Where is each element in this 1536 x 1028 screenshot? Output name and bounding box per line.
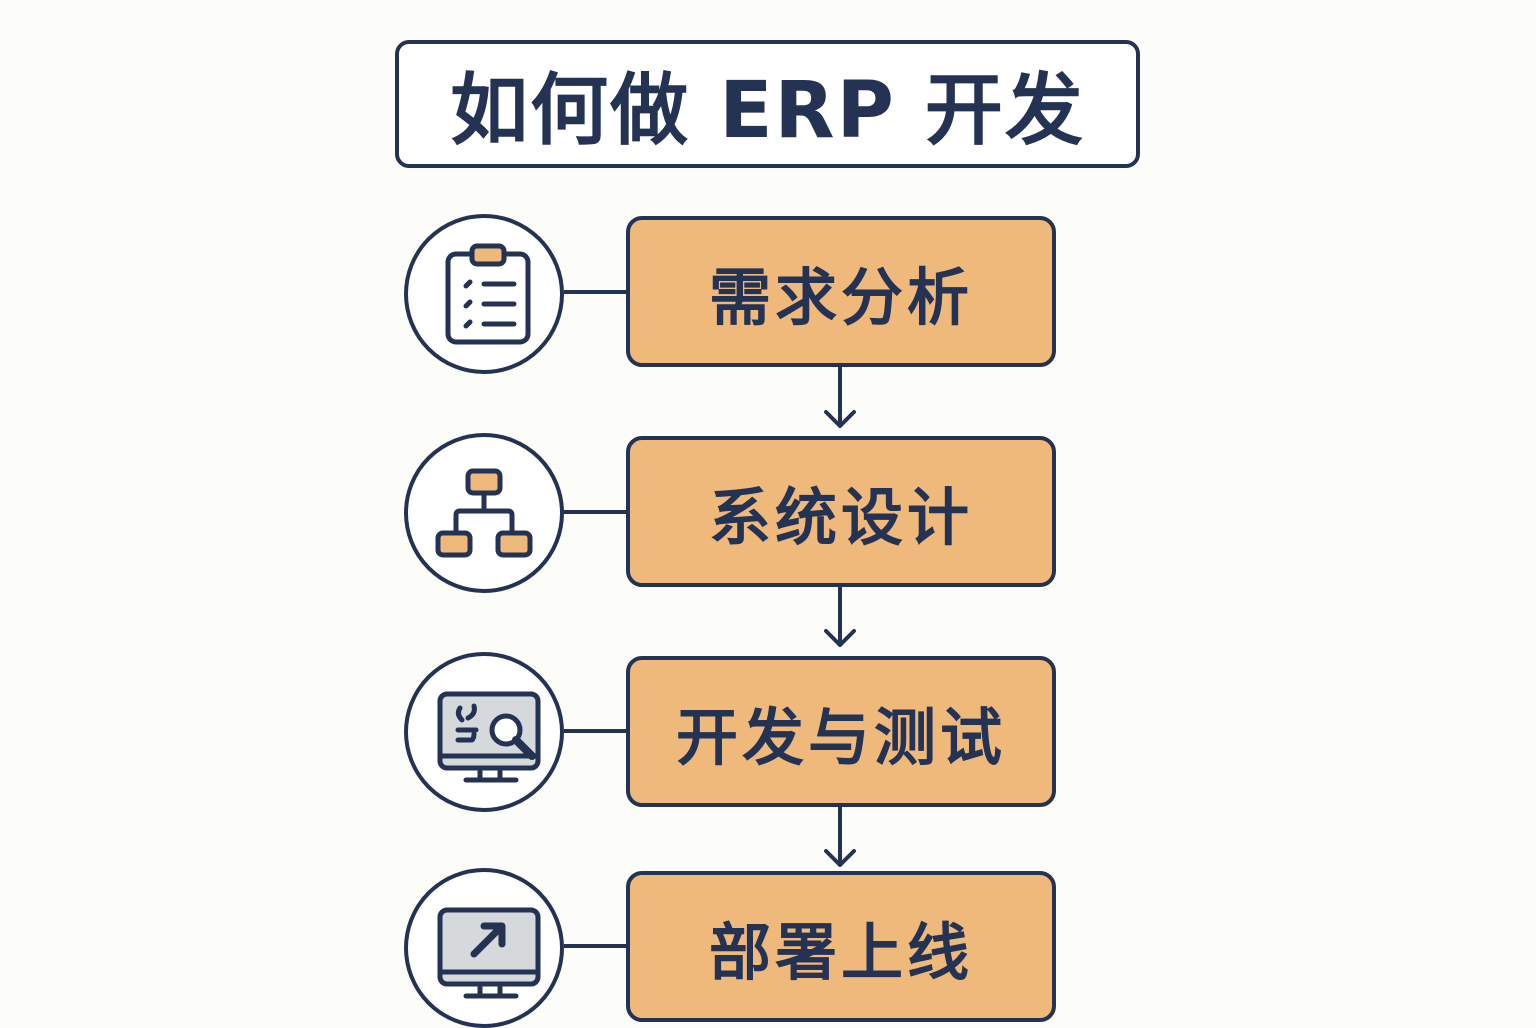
step-requirements-analysis: 需求分析 — [626, 216, 1056, 367]
arrow-down-icon — [824, 366, 856, 428]
monitor-magnifier-icon — [404, 652, 564, 812]
connector-line — [564, 729, 626, 733]
monitor-launch-arrow-icon — [404, 868, 564, 1028]
hierarchy-diagram-icon — [404, 433, 564, 593]
step-development-and-testing: 开发与测试 — [626, 656, 1056, 807]
diagram-title: 如何做 ERP 开发 — [395, 40, 1140, 168]
arrow-down-icon — [824, 585, 856, 647]
connector-line — [564, 510, 626, 514]
step-system-design: 系统设计 — [626, 436, 1056, 587]
arrow-down-icon — [824, 805, 856, 867]
step-deployment: 部署上线 — [626, 871, 1056, 1022]
connector-line — [564, 944, 626, 948]
connector-line — [564, 290, 626, 294]
clipboard-checklist-icon — [404, 214, 564, 374]
